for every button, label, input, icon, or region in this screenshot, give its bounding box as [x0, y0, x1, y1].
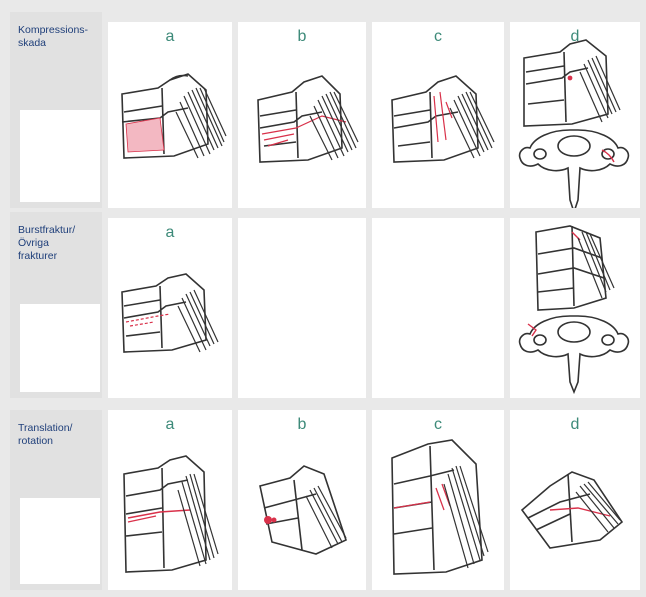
row-label-panel-translation: Translation/ rotation: [10, 410, 102, 590]
row-label-burst: Burstfraktur/ Övriga frakturer: [18, 224, 104, 263]
panel-burst-d: [510, 218, 640, 398]
vertebra-wedge-shaded-illustration: [108, 22, 232, 208]
vertebra-facet-dot-illustration: [238, 410, 366, 590]
row-label-panel-compression: Kompressions- skada: [10, 12, 102, 208]
vertebra-wedge-lines-illustration: [238, 22, 366, 208]
label-line: Kompressions-: [18, 24, 104, 37]
row-label-compression: Kompressions- skada: [18, 24, 104, 50]
panel-translation-d: d: [510, 410, 640, 590]
label-blank-box: [20, 304, 100, 392]
vertebra-posterior-lines-illustration: [372, 22, 504, 208]
vertebra-burst-illustration: [108, 218, 232, 398]
label-line: skada: [18, 37, 104, 50]
panel-translation-c: c: [372, 410, 504, 590]
vertebra-rotation-lines-illustration: [372, 410, 504, 590]
panel-compression-b: b: [238, 22, 366, 208]
panel-compression-a: a: [108, 22, 232, 208]
label-line: Burstfraktur/: [18, 224, 104, 237]
vertebra-translation-illustration: [108, 410, 232, 590]
label-line: Övriga: [18, 237, 104, 250]
label-line: frakturer: [18, 250, 104, 263]
vertebra-spinous-axial-illustration: [510, 218, 640, 398]
panel-translation-a: a: [108, 410, 232, 590]
panel-burst-empty-1: [238, 218, 366, 398]
vertebra-oblique-line-illustration: [510, 410, 640, 590]
label-line: rotation: [18, 435, 104, 448]
label-line: Translation/: [18, 422, 104, 435]
panel-burst-a: a: [108, 218, 232, 398]
label-blank-box: [20, 498, 100, 584]
panel-compression-d: d: [510, 22, 640, 208]
panel-translation-b: b: [238, 410, 366, 590]
row-label-panel-burst: Burstfraktur/ Övriga frakturer: [10, 212, 102, 398]
row-label-translation: Translation/ rotation: [18, 422, 104, 448]
panel-burst-empty-2: [372, 218, 504, 398]
panel-compression-c: c: [372, 22, 504, 208]
label-blank-box: [20, 110, 100, 202]
vertebra-lamina-dot-axial-illustration: [510, 22, 640, 208]
